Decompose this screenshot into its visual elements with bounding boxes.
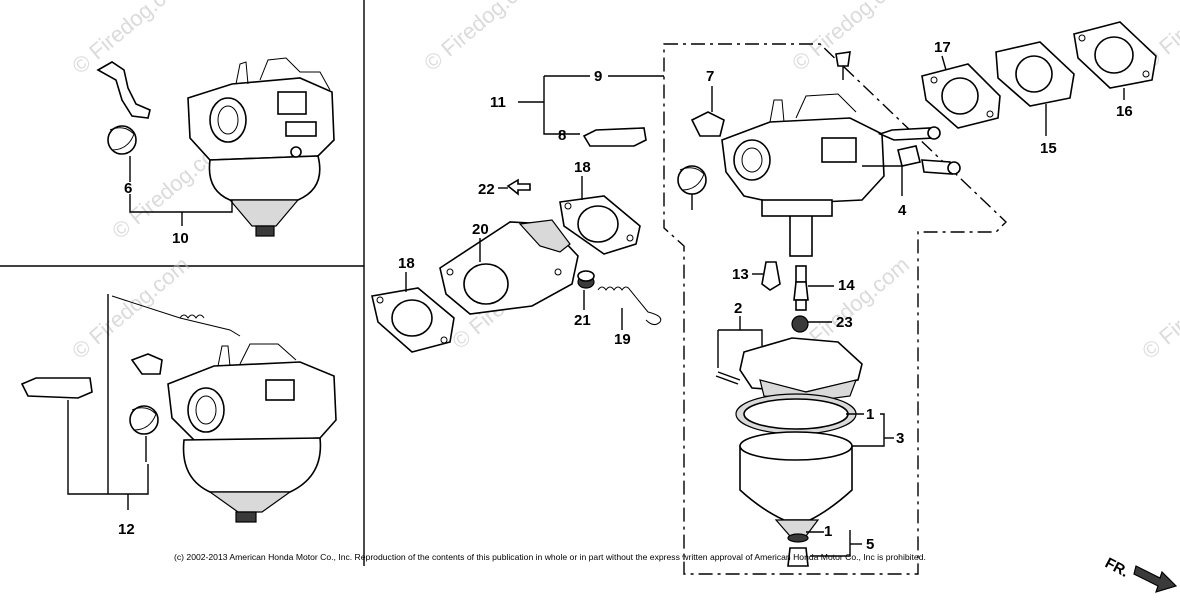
watermark-text: © Firedog.com bbox=[1137, 252, 1180, 364]
callout-23: 23 bbox=[836, 314, 853, 331]
leader-2 bbox=[717, 329, 763, 368]
leader-17 bbox=[941, 55, 947, 71]
leader-10 bbox=[129, 194, 233, 213]
callout-3: 3 bbox=[896, 430, 904, 447]
leader-9-11-8 bbox=[543, 75, 664, 135]
front-direction-label: FR. bbox=[1102, 555, 1131, 581]
front-direction-arrow-icon bbox=[1133, 565, 1178, 593]
carburetor-body-right bbox=[677, 51, 961, 257]
gaskets-15-16-17 bbox=[921, 21, 1157, 129]
watermark-text: © Firedog.com bbox=[67, 0, 194, 79]
float-assembly bbox=[715, 337, 863, 403]
callout-18-lower: 18 bbox=[398, 255, 415, 272]
gaskets-and-insulator bbox=[371, 178, 662, 353]
callout-5: 5 bbox=[866, 536, 874, 553]
callout-12: 12 bbox=[118, 521, 135, 538]
callout-10: 10 bbox=[172, 230, 189, 247]
callout-1-lower: 1 bbox=[824, 523, 832, 540]
callout-2: 2 bbox=[734, 300, 742, 317]
callout-16: 16 bbox=[1116, 103, 1133, 120]
carburetor-assembly-top-left bbox=[96, 57, 335, 237]
watermark-text: © Firedog.com bbox=[787, 0, 914, 76]
float-bowl bbox=[735, 393, 857, 567]
watermark-text: © Firedog.com bbox=[67, 252, 194, 364]
leader-4 bbox=[862, 165, 903, 196]
callout-21: 21 bbox=[574, 312, 591, 329]
callout-20: 20 bbox=[472, 221, 489, 238]
leader-12 bbox=[67, 294, 149, 510]
leader-1-3 bbox=[846, 413, 885, 447]
callout-7: 7 bbox=[706, 68, 714, 85]
front-direction-indicator: FR. bbox=[1102, 555, 1178, 593]
callout-15: 15 bbox=[1040, 140, 1057, 157]
callout-13: 13 bbox=[732, 266, 749, 283]
panel-dividers bbox=[0, 0, 365, 566]
watermark-text: © Firedog.com bbox=[419, 0, 546, 76]
callout-4: 4 bbox=[898, 202, 907, 219]
callout-22: 22 bbox=[478, 181, 495, 198]
callout-17: 17 bbox=[934, 39, 951, 56]
copyright-notice: (c) 2002-2013 American Honda Motor Co., … bbox=[174, 552, 926, 562]
choke-rod-part-8 bbox=[582, 127, 647, 147]
callout-1-upper: 1 bbox=[866, 406, 874, 423]
callout-19: 19 bbox=[614, 331, 631, 348]
leader-1-5 bbox=[806, 530, 851, 557]
carburetor-assembly-bottom-left bbox=[20, 295, 337, 523]
jets-and-needle bbox=[761, 261, 809, 333]
callout-9: 9 bbox=[594, 68, 602, 85]
callout-11: 11 bbox=[490, 94, 506, 111]
callout-14: 14 bbox=[838, 277, 855, 294]
assembly-outline bbox=[663, 43, 1008, 575]
callout-8: 8 bbox=[558, 127, 566, 144]
callout-6: 6 bbox=[124, 180, 132, 197]
callout-18-upper: 18 bbox=[574, 159, 591, 176]
